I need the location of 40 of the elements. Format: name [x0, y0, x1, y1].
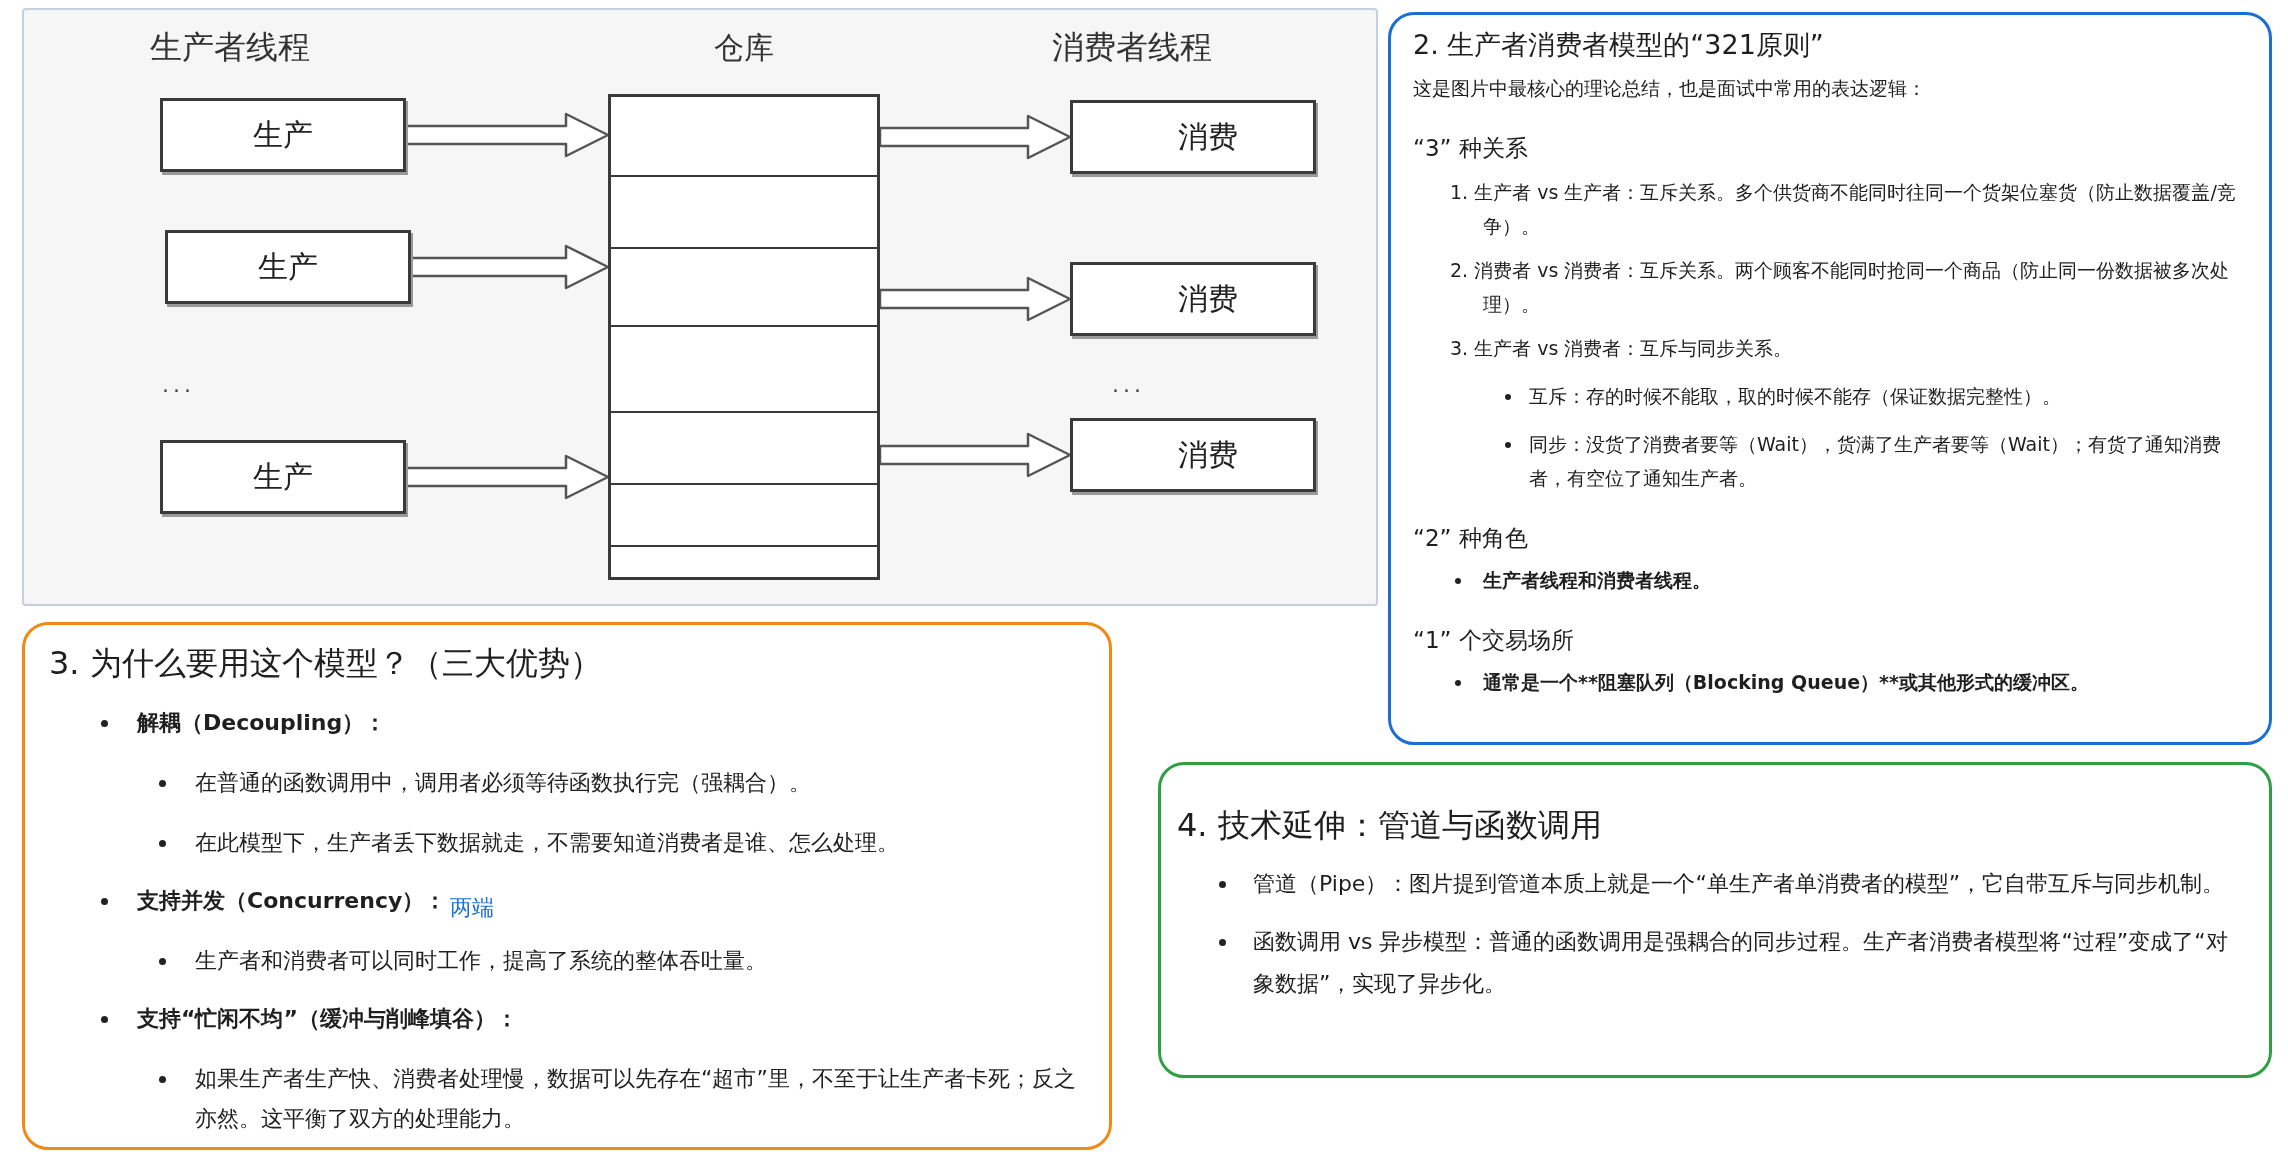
thread-box: 消费 [1070, 100, 1316, 174]
section-heading: 3. 为什么要用这个模型？（三大优势） [49, 643, 603, 684]
column-heading: 消费者线程 [1052, 27, 1212, 68]
bullet-item: 通常是一个**阻塞队列（Blocking Queue）**或其他形式的缓冲区。 [1413, 665, 2249, 699]
bullet-item: 函数调用 vs 异步模型：普通的函数调用是强耦合的同步过程。生产者消费者模型将“过程”变成了“对象数据”，实现了异步化。 [1177, 921, 2239, 1005]
bullet-item: 在普通的函数调用中，调用者必须等待函数执行完（强耦合）。 [49, 763, 1085, 803]
bullet-item: 解耦（Decoupling）： [49, 703, 1085, 743]
bullet-item: 支持“忙闲不均”（缓冲与削峰填谷）： [49, 999, 1085, 1039]
bullet-item: 管道（Pipe）：图片提到管道本质上就是一个“单生产者单消费者的模型”，它自带互斥与同步机制。 [1177, 863, 2239, 905]
thread-box: 消费 [1070, 262, 1316, 336]
subheading: “3” 种关系 [1413, 134, 1529, 163]
thread-box: 生产 [160, 440, 406, 514]
bullet-item: 如果生产者生产快、消费者处理慢，数据可以先存在“超市”里，不至于让生产者卡死；反之亦然。这平衡了双方的处理能力。 [49, 1059, 1085, 1139]
info-card [1388, 12, 2272, 745]
bullet-item: 生产者线程和消费者线程。 [1413, 563, 2249, 597]
ellipsis: ... [162, 372, 195, 397]
block-arrow [878, 276, 1072, 322]
numbered-item: 3. 生产者 vs 消费者：互斥与同步关系。 [1449, 336, 1794, 361]
block-arrow [878, 114, 1072, 160]
thread-box: 生产 [165, 230, 411, 304]
ellipsis: ... [1112, 372, 1145, 397]
section-heading: 4. 技术延伸：管道与函数调用 [1177, 805, 1603, 846]
annotation-text: 两端 [450, 894, 494, 922]
subheading: “1” 个交易场所 [1413, 626, 1575, 655]
store-title: 仓库 [713, 29, 775, 67]
intro-text: 这是图片中最核心的理论总结，也是面试中常用的表达逻辑： [1413, 76, 1927, 101]
info-card [1158, 762, 2272, 1078]
subheading: “2” 种角色 [1413, 524, 1529, 553]
section-heading: 2. 生产者消费者模型的“321原则” [1413, 28, 1825, 62]
thread-box: 生产 [160, 98, 406, 172]
bullet-item: 互斥：存的时候不能取，取的时候不能存（保证数据完整性）。 [1413, 379, 2249, 413]
numbered-item: 2. 消费者 vs 消费者：互斥关系。两个顾客不能同时抢同一个商品（防止同一份数据被多次处理）。 [1449, 258, 2231, 317]
block-arrow [878, 432, 1072, 478]
bullet-item: 生产者和消费者可以同时工作，提高了系统的整体吞吐量。 [49, 941, 1085, 981]
bullet-item: 在此模型下，生产者丢下数据就走，不需要知道消费者是谁、怎么处理。 [49, 823, 1085, 863]
column-heading: 生产者线程 [150, 27, 310, 68]
bullet-item: 同步：没货了消费者要等（Wait），货满了生产者要等（Wait）；有货了通知消费者，有空位了通知生产者。 [1413, 427, 2249, 495]
info-card [22, 622, 1112, 1150]
numbered-item: 1. 生产者 vs 生产者：互斥关系。多个供货商不能同时往同一个货架位塞货（防止数据覆盖/竞争）。 [1449, 180, 2237, 239]
thread-box: 消费 [1070, 418, 1316, 492]
